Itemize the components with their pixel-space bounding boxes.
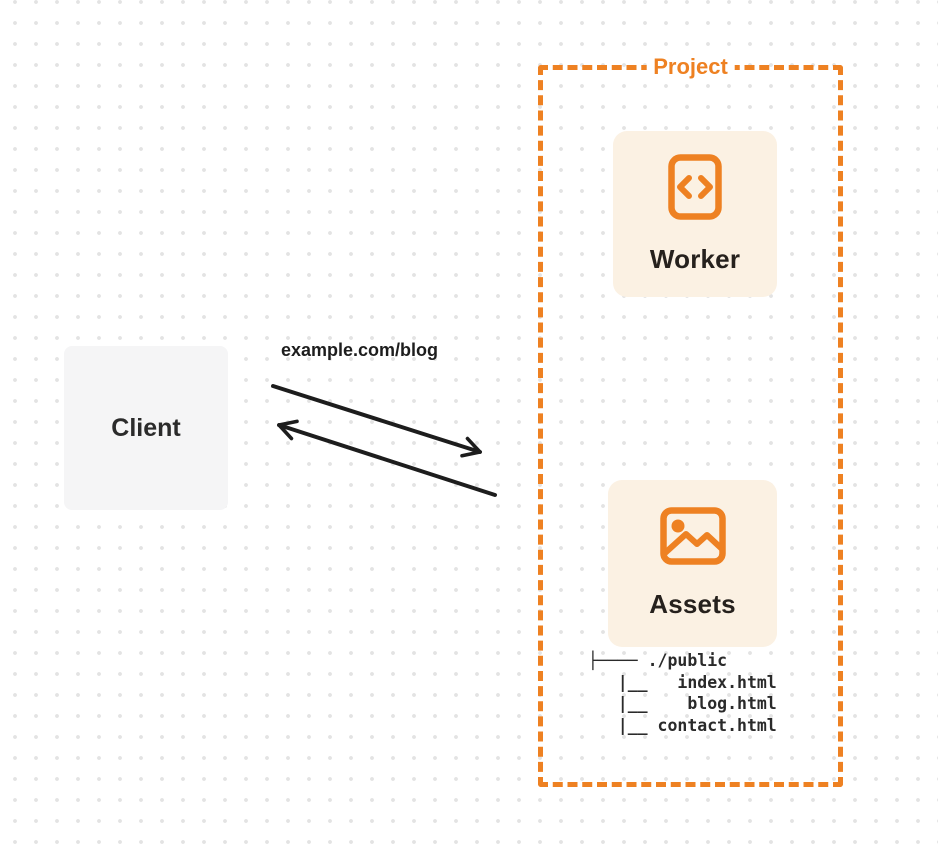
tree-line-contact: |__ contact.html <box>588 715 777 735</box>
assets-node: Assets <box>608 480 777 647</box>
project-label: Project <box>646 53 735 81</box>
client-label: Client <box>111 413 181 442</box>
image-icon-mountains <box>661 531 724 556</box>
request-arrow <box>271 384 482 458</box>
worker-label: Worker <box>649 243 741 274</box>
tree-line-index: |__ index.html <box>588 672 777 692</box>
tree-line-public: ├──── ./public <box>588 651 728 670</box>
code-file-icon <box>668 153 722 220</box>
request-url-label: example.com/blog <box>281 340 439 360</box>
client-node: Client <box>64 346 228 510</box>
public-file-tree: ├──── ./public |__ index.html |__ blog.h… <box>588 650 777 736</box>
worker-node: Worker <box>613 131 777 297</box>
assets-label: Assets <box>649 589 736 619</box>
image-icon <box>659 507 726 565</box>
project-boundary: Project <box>538 53 843 787</box>
tree-line-blog: |__ blog.html <box>588 694 777 713</box>
response-arrow <box>277 419 497 497</box>
request-response-arrows <box>271 384 497 497</box>
image-icon-sun <box>671 519 684 533</box>
